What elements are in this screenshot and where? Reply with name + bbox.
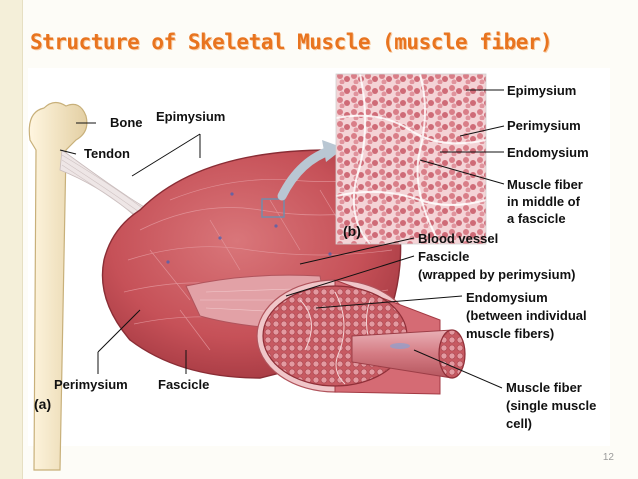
label-epimysium-b: Epimysium <box>507 83 576 99</box>
label-endomysium-b: Endomysium <box>507 145 589 161</box>
label-blood-vessel: Blood vessel <box>418 231 498 247</box>
panel-b-tag: (b) <box>343 223 361 239</box>
label-perimysium-a: Perimysium <box>54 377 128 393</box>
label-muscle-fiber-note-2: cell) <box>506 416 532 432</box>
label-perimysium-b: Perimysium <box>507 118 581 134</box>
label-epimysium-a: Epimysium <box>156 109 225 125</box>
label-endomysium-note-1: (between individual <box>466 308 587 324</box>
label-endomysium-note-2: muscle fibers) <box>466 326 554 342</box>
label-muscle-fiber-middle-2: in middle of <box>507 194 580 210</box>
label-bone: Bone <box>110 115 143 131</box>
label-fascicle-a: Fascicle <box>158 377 209 393</box>
page-number: 12 <box>603 452 614 463</box>
label-muscle-fiber-note-1: (single muscle <box>506 398 596 414</box>
label-muscle-fiber-right: Muscle fiber <box>506 380 582 396</box>
label-fascicle-note: (wrapped by perimysium) <box>418 267 575 283</box>
label-fascicle-right: Fascicle <box>418 249 469 265</box>
label-muscle-fiber-middle-1: Muscle fiber <box>507 177 583 193</box>
micrograph-panel-b <box>336 74 486 244</box>
label-endomysium-right: Endomysium <box>466 290 548 306</box>
panel-a-tag: (a) <box>34 396 51 412</box>
label-muscle-fiber-middle-3: a fascicle <box>507 211 566 227</box>
label-tendon: Tendon <box>84 146 130 162</box>
